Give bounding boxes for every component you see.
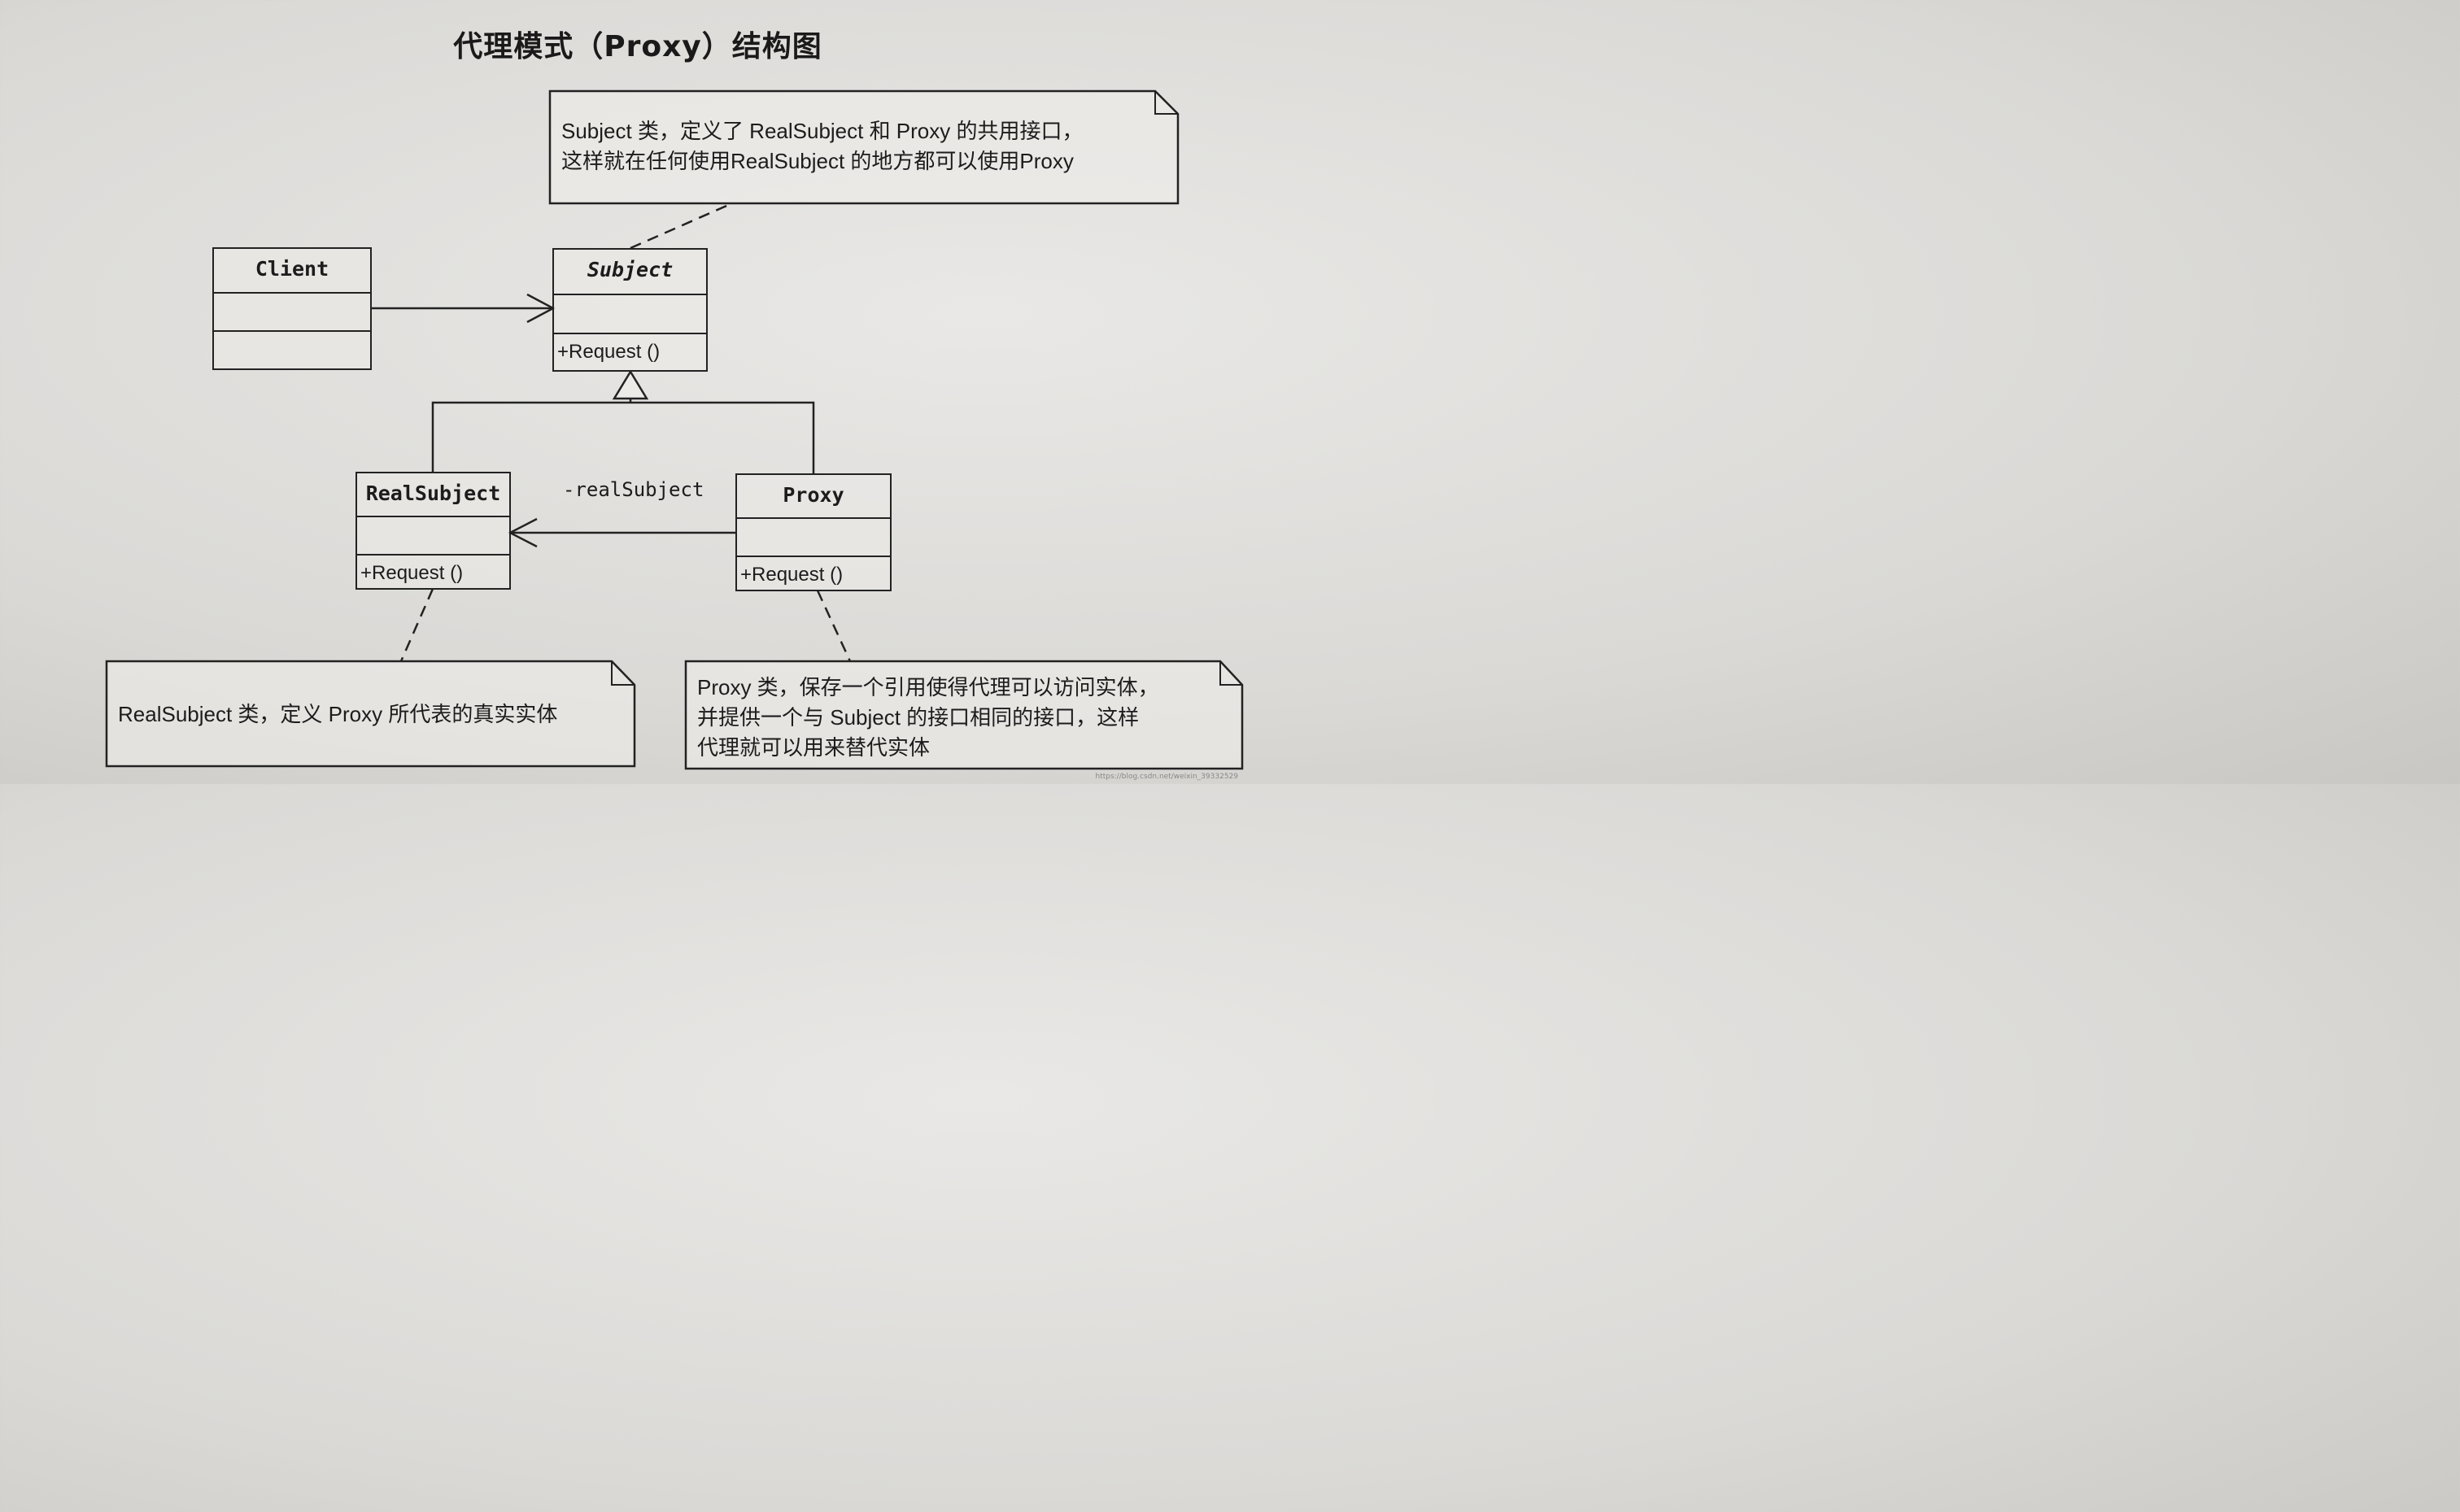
subject-note-shape: [548, 89, 1180, 205]
client-attributes: [214, 292, 370, 330]
diagram-canvas: [105, 89, 1244, 770]
subject-attributes: [554, 294, 706, 333]
subject-note-fold: [1154, 91, 1178, 115]
real-subject-class-name: RealSubject: [365, 481, 501, 505]
proxy-note-anchor: [816, 590, 852, 662]
client-class: Client: [212, 247, 372, 370]
diagram-title: 代理模式（Proxy）结构图: [453, 30, 822, 63]
subject-operation: +Request (): [554, 333, 706, 370]
proxy-operation: +Request (): [737, 556, 890, 590]
real-subject-note-fold: [611, 661, 635, 686]
real-subject-generalization-line: [431, 401, 815, 473]
real-subject-note-text: RealSubject 类，定义 Proxy 所代表的真实实体: [118, 702, 558, 726]
real-subject-class: RealSubject +Request (): [355, 472, 511, 590]
client-operations: [214, 330, 370, 368]
subject-class: Subject +Request (): [552, 248, 708, 372]
client-class-name: Client: [255, 257, 329, 281]
proxy-note-shape: [684, 660, 1244, 770]
subject-note-anchor: [630, 202, 733, 250]
subject-note-text: Subject 类，定义了 RealSubject 和 Proxy 的共用接口，…: [561, 119, 1084, 173]
subject-class-name: Subject: [587, 258, 674, 281]
proxy-note-text: Proxy 类，保存一个引用使得代理可以访问实体， 并提供一个与 Subject…: [697, 675, 1159, 760]
proxy-attributes: [737, 517, 890, 556]
association-label: -realSubject: [563, 478, 704, 501]
real-subject-attributes: [357, 516, 509, 554]
proxy-class-name: Proxy: [783, 483, 844, 507]
generalization-triangle: [612, 369, 649, 400]
real-subject-note-anchor: [399, 588, 434, 662]
watermark: https://blog.csdn.net/weixin_39332529: [1095, 773, 1238, 781]
real-subject-note-shape: [105, 660, 636, 768]
proxy-class: Proxy +Request (): [735, 473, 892, 591]
proxy-note-fold: [1219, 661, 1242, 686]
real-subject-operation: +Request (): [357, 554, 509, 588]
